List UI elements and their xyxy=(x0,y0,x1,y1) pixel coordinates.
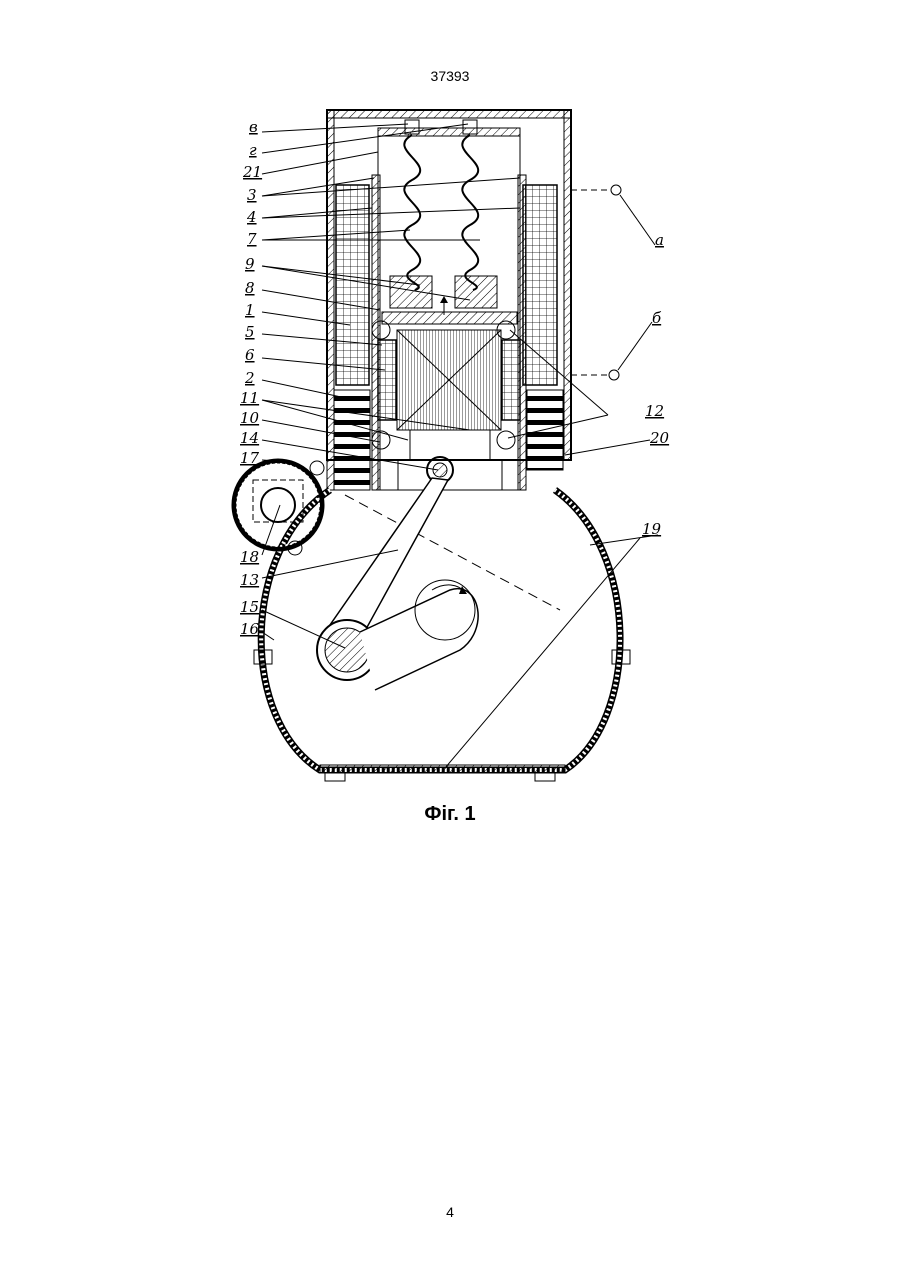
label-1: 1 xyxy=(245,301,255,319)
cooling-fins-left xyxy=(334,390,370,490)
label-18: 18 xyxy=(240,548,259,566)
label-10: 10 xyxy=(240,409,260,427)
coil-inner-left xyxy=(378,340,396,420)
weight-right xyxy=(455,276,497,308)
label-13: 13 xyxy=(240,571,259,589)
label-7: 7 xyxy=(247,230,257,248)
label-21: 21 xyxy=(242,163,262,181)
coil-upper-right xyxy=(523,185,557,385)
label-14: 14 xyxy=(240,429,259,447)
label-16: 16 xyxy=(240,620,260,638)
label-3: 3 xyxy=(247,186,257,204)
label-5: 5 xyxy=(245,323,255,341)
label-17: 17 xyxy=(240,449,260,467)
spring-right xyxy=(462,135,478,290)
label-8: 8 xyxy=(245,279,255,297)
label-2: 2 xyxy=(244,369,255,387)
label-a: а xyxy=(655,231,664,249)
label-4: 4 xyxy=(246,208,257,226)
terminals xyxy=(571,185,655,380)
weight-left xyxy=(390,276,432,308)
patent-drawing: в г 21 3 4 7 9 8 1 5 6 2 11 10 14 17 18 … xyxy=(0,0,900,800)
label-20: 20 xyxy=(649,429,670,447)
label-g: г xyxy=(249,141,257,159)
connecting-rod xyxy=(317,457,478,690)
label-11: 11 xyxy=(240,389,259,407)
inner-cylinder xyxy=(372,128,526,490)
label-19: 19 xyxy=(642,520,662,538)
label-9: 9 xyxy=(245,255,255,273)
label-b: б xyxy=(652,309,662,327)
leader-lines xyxy=(262,124,658,768)
label-6: 6 xyxy=(245,346,255,364)
label-v: в xyxy=(249,118,258,136)
page-number: 4 xyxy=(0,1204,900,1220)
figure-caption: Фіг. 1 xyxy=(0,803,900,826)
coil-inner-right xyxy=(502,340,520,420)
label-12: 12 xyxy=(645,402,664,420)
label-15: 15 xyxy=(240,598,259,616)
